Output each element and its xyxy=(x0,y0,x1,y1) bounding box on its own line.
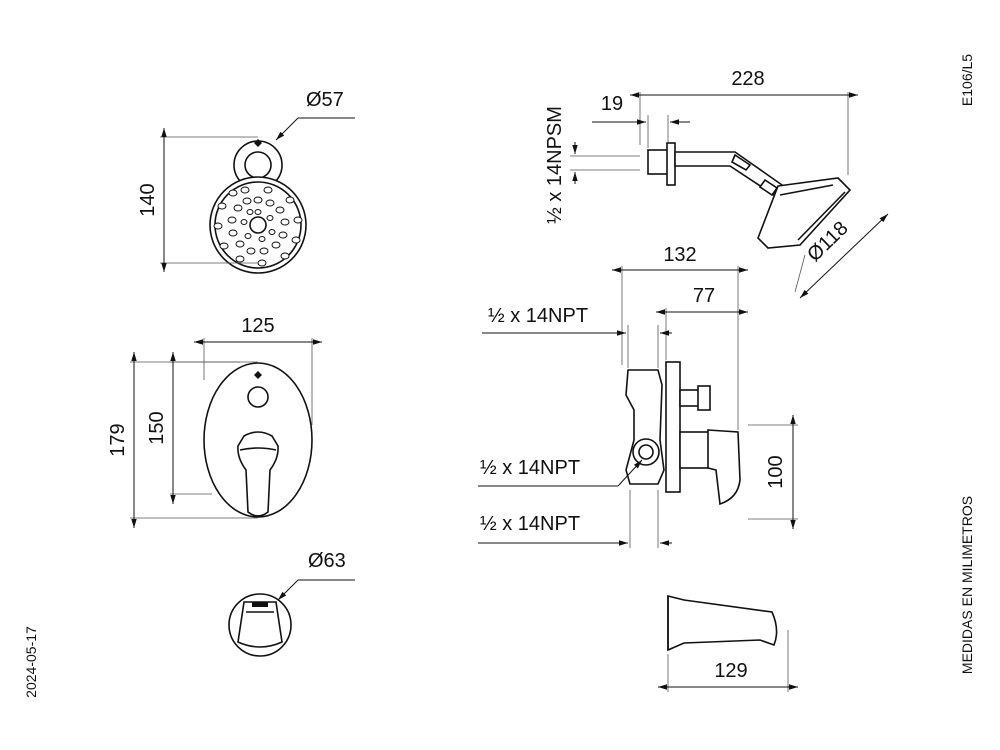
valve-thread-bottom-label: ½ x 14NPT xyxy=(480,513,580,535)
drawing-code: E106/L5 xyxy=(959,54,975,106)
valve-thread-mid-label: ½ x 14NPT xyxy=(480,457,580,479)
drawing-date: 2024-05-17 xyxy=(23,626,39,698)
showerhead-flange-diameter-label: Ø57 xyxy=(306,89,344,111)
showerhead-height-label: 140 xyxy=(137,183,159,216)
spout-length-label: 129 xyxy=(714,660,747,682)
trim-plate-front-view: 125 179 150 xyxy=(107,315,322,528)
plate-inner-height-label: 150 xyxy=(146,411,168,444)
spout-front-view: Ø63 xyxy=(228,550,355,657)
units-note: MEDIDAS EN MILIMETROS xyxy=(959,496,975,674)
arm-thread-label: ½ x 14NPSM xyxy=(544,106,566,224)
spray-nozzles xyxy=(213,186,303,267)
plate-height-label: 179 xyxy=(107,423,129,456)
showerhead-front-view: Ø57 140 xyxy=(137,89,355,274)
arm-length-label: 228 xyxy=(731,68,764,90)
arm-inset-label: 19 xyxy=(601,93,623,115)
valve-depth-label: 132 xyxy=(663,244,696,266)
valve-height-label: 100 xyxy=(765,455,787,488)
valve-projection-label: 77 xyxy=(693,285,715,307)
plate-width-label: 125 xyxy=(241,315,274,337)
valve-thread-top-label: ½ x 14NPT xyxy=(488,305,588,327)
spout-flange-diameter-label: Ø63 xyxy=(308,550,346,572)
valve-side-view: 132 77 ½ x 14NPT ½ x 14NPT ½ x 14NPT 100 xyxy=(478,244,798,548)
spout-side-view: 129 xyxy=(658,594,798,692)
shower-arm-side-view: 228 19 ½ x 14NPSM Ø118 xyxy=(544,68,889,299)
